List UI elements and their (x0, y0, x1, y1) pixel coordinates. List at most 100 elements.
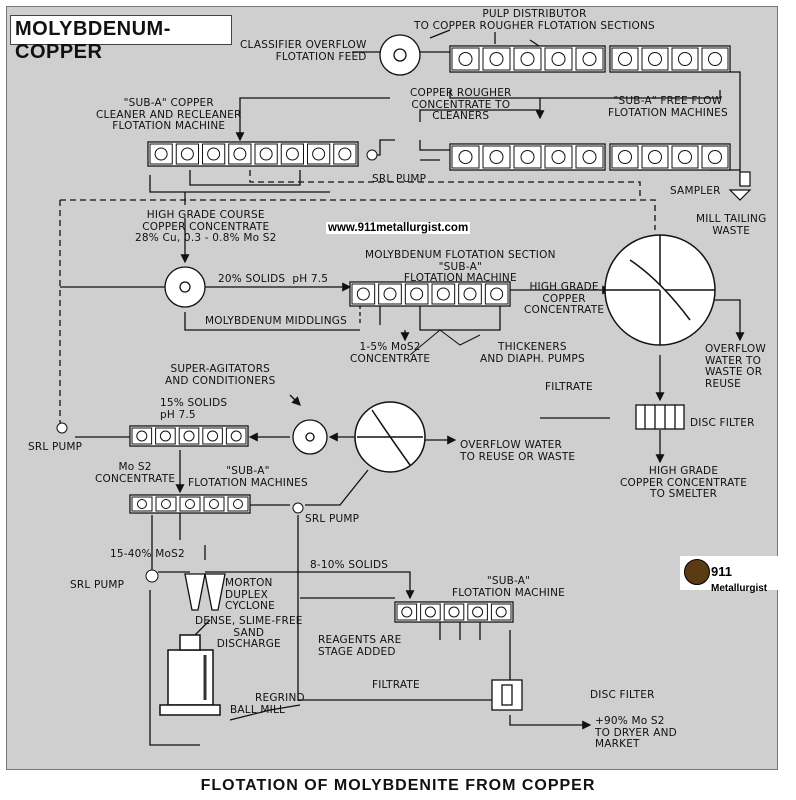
moly-middlings-label: MOLYBDENUM MIDDLINGS (205, 315, 347, 327)
disc-filter-label-2: DISC FILTER (590, 689, 655, 701)
ball-mill-icon (159, 634, 221, 716)
solids-ph-label: 20% SOLIDS pH 7.5 (218, 273, 329, 285)
mill-tailing-label: MILL TAILING WASTE (696, 213, 767, 237)
flotation-cell-impeller-icon (401, 606, 413, 618)
flotation-cell-impeller-icon (312, 147, 326, 161)
flotation-cell-impeller-icon (448, 606, 460, 618)
flotation-cell-impeller-icon (207, 430, 219, 442)
thickeners-label: THICKENERS AND DIAPH. PUMPS (480, 341, 585, 365)
srl-pump-label-2: SRL PUMP (28, 441, 83, 453)
flotation-cell-impeller-icon (678, 150, 692, 164)
flotation-cell-impeller-icon (410, 287, 424, 301)
ball-mill-label: BALL MILL (230, 704, 286, 716)
srl-pump-icon (366, 149, 378, 161)
flotation-cell-impeller-icon (520, 150, 535, 164)
conditioner-icon (164, 266, 206, 308)
watermark-url: www.911metallurgist.com (326, 222, 471, 234)
flotation-cell-impeller-icon (472, 606, 484, 618)
flotation-cell-impeller-icon (490, 287, 504, 301)
flotation-cell-impeller-icon (463, 287, 477, 301)
title-banner: MOLYBDENUM-COPPER (10, 15, 232, 63)
flotation-cell-impeller-icon (436, 287, 450, 301)
filtrate-label-2: FILTRATE (372, 679, 420, 691)
classifier-overflow-label: CLASSIFIER OVERFLOW FLOTATION FEED (240, 39, 367, 63)
moly-section-row (349, 281, 511, 307)
sampler-icon (728, 171, 752, 201)
srl-pump-4-icon (145, 569, 159, 583)
cyclone-icon (184, 573, 226, 611)
flotation-cell-impeller-icon (582, 52, 597, 66)
flotation-cell-impeller-icon (159, 430, 171, 442)
srl-pump-label-1: SRL PUMP (372, 173, 427, 185)
flotation-cell-impeller-icon (233, 147, 247, 161)
flotation-cell-impeller-icon (648, 150, 662, 164)
sub-a-flotation-label: "SUB-A" FLOTATION MACHINES (188, 465, 308, 489)
flotation-cell-impeller-icon (458, 150, 473, 164)
disc-filter-label-1: DISC FILTER (690, 417, 755, 429)
flotation-cell-impeller-icon (183, 430, 195, 442)
disc-filter-2-icon (491, 679, 523, 711)
pulp-distributor-label: PULP DISTRIBUTOR TO COPPER ROUGHER FLOTA… (414, 8, 655, 32)
high-grade-copper-label: HIGH GRADE COPPER CONCENTRATE (524, 281, 605, 316)
flotation-cell-impeller-icon (495, 606, 507, 618)
flotation-cell-impeller-icon (678, 52, 692, 66)
srl-pump-2-icon (56, 422, 68, 434)
cleaner-machine-label: "SUB-A" COPPER CLEANER AND RECLEANER FLO… (96, 97, 242, 132)
super-agitator-icon (292, 419, 328, 455)
flotation-cell-impeller-icon (161, 499, 171, 509)
flotation-cell-impeller-icon (209, 499, 219, 509)
sampler-label: SAMPLER (670, 185, 721, 197)
flotation-cell-impeller-icon (136, 430, 148, 442)
regrind-label: REGRIND (255, 692, 305, 704)
logo-emblem-icon (684, 559, 710, 585)
flotation-cell-impeller-icon (338, 147, 352, 161)
pulp-distributor-icon (379, 34, 421, 76)
srl-pump-3-icon (292, 502, 304, 514)
flotation-cell-impeller-icon (648, 52, 662, 66)
flotation-cell-impeller-icon (520, 52, 535, 66)
rougher-concentrate-label: COPPER ROUGHER CONCENTRATE TO CLEANERS (410, 87, 512, 122)
dense-sand-label: DENSE, SLIME-FREE SAND DISCHARGE (195, 615, 303, 650)
srl-pump-label-3: SRL PUMP (305, 513, 360, 525)
flotation-cell-impeller-icon (180, 147, 194, 161)
flotation-cell-impeller-icon (458, 52, 473, 66)
solids-15-label: 15% SOLIDS pH 7.5 (160, 397, 228, 421)
flotation-cell-impeller-icon (551, 150, 566, 164)
flotation-cell-impeller-icon (285, 147, 299, 161)
solids-8-10-label: 8-10% SOLIDS (310, 559, 389, 571)
mos2-15-40-label: 15-40% MoS2 (110, 548, 185, 560)
flotation-cell-impeller-icon (708, 150, 722, 164)
mos2-1-5-label: 1-5% MoS2 CONCENTRATE (350, 341, 431, 365)
flotation-cell-impeller-icon (708, 52, 722, 66)
flowsheet-panel (6, 6, 778, 770)
logo-text: 911 Metallurgist (711, 564, 768, 594)
flotation-cell-impeller-icon (230, 430, 242, 442)
flotation-cell-impeller-icon (137, 499, 147, 509)
free-flow-label: "SUB-A" FREE FLOW FLOTATION MACHINES (608, 95, 728, 119)
moly-thickener-icon (354, 401, 426, 473)
flotation-cell-impeller-icon (424, 606, 436, 618)
flotation-cell-impeller-icon (551, 52, 566, 66)
figure-caption: FLOTATION OF MOLYBDENITE FROM COPPER (200, 777, 596, 794)
disc-filter-icon (635, 404, 685, 430)
flotation-cell-impeller-icon (618, 52, 632, 66)
high-grade-smelter-label: HIGH GRADE COPPER CONCENTRATE TO SMELTER (620, 465, 748, 500)
moly-section-label: MOLYBDENUM FLOTATION SECTION "SUB-A" FLO… (365, 249, 556, 284)
flotation-cell-impeller-icon (489, 150, 504, 164)
page-title: MOLYBDENUM-COPPER (15, 18, 171, 63)
mos2-concentrate-label: Mo S2 CONCENTRATE (95, 461, 176, 485)
morton-cyclone-label: MORTON DUPLEX CYCLONE (225, 577, 275, 612)
flotation-cell-impeller-icon (356, 287, 370, 301)
logo: 911 Metallurgist (680, 556, 780, 594)
flotation-cell-impeller-icon (154, 147, 168, 161)
flotation-cell-impeller-icon (582, 150, 597, 164)
high-grade-course-label: HIGH GRADE COURSE COPPER CONCENTRATE 28%… (135, 209, 277, 244)
flotation-cell-impeller-icon (489, 52, 504, 66)
mos2-90-label: +90% Mo S2 TO DRYER AND MARKET (595, 715, 677, 750)
super-agitators-label: SUPER-AGITATORS AND CONDITIONERS (165, 363, 276, 387)
overflow-reuse-label: OVERFLOW WATER TO REUSE OR WASTE (460, 439, 576, 463)
flotation-cell-impeller-icon (207, 147, 221, 161)
flotation-cell-impeller-icon (618, 150, 632, 164)
